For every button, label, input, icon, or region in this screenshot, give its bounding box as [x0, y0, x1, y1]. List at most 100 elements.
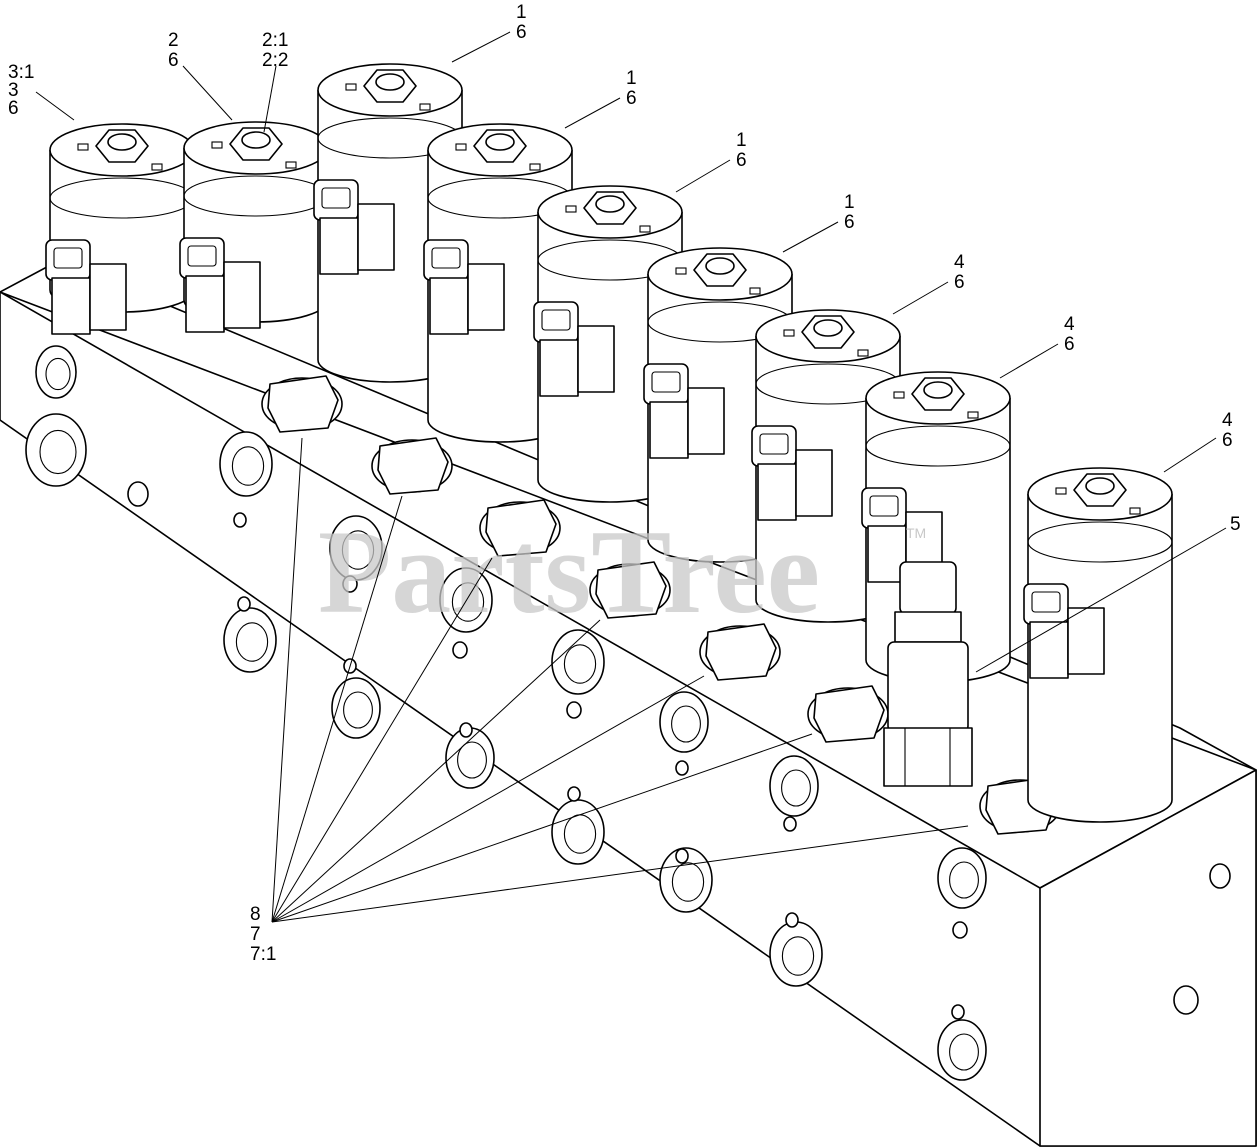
connector-body	[185, 275, 225, 333]
port-inner	[235, 622, 269, 662]
coil-tab	[151, 163, 163, 171]
plug-hex	[267, 375, 339, 433]
port-outer	[952, 921, 968, 939]
callout-4a: 4	[954, 252, 965, 273]
port-inner	[451, 582, 485, 622]
solenoid-coil	[313, 63, 463, 383]
callout-4b-6: 6	[1064, 334, 1075, 355]
nut-cap	[595, 195, 625, 213]
nut-cap	[1085, 477, 1115, 495]
solenoid-coil	[179, 121, 329, 333]
callout-1d-6: 6	[844, 212, 855, 233]
nut-cap	[813, 319, 843, 337]
nut-cap	[107, 133, 137, 151]
coil-tab	[1129, 507, 1141, 515]
connector-socket	[869, 495, 899, 517]
connector-head	[751, 425, 797, 467]
port-inner	[949, 861, 979, 899]
port-inner	[949, 1033, 979, 1071]
port-outer	[951, 1004, 965, 1020]
connector-latch	[795, 449, 833, 517]
callout-1b: 1	[626, 68, 637, 89]
coil-tab	[529, 163, 541, 171]
nut-cap	[923, 381, 953, 399]
port-inner	[563, 644, 597, 684]
coil-tab	[783, 329, 795, 337]
coil-tab	[419, 103, 431, 111]
connector-head	[1023, 583, 1069, 625]
port-outer	[675, 760, 689, 776]
solenoid-coil	[423, 123, 573, 443]
port-inner	[45, 357, 71, 391]
connector-head	[861, 487, 907, 529]
port-plugs	[261, 375, 1061, 835]
coil-tab	[749, 287, 761, 295]
coil-tab	[893, 391, 905, 399]
callout-7-1: 7:1	[250, 944, 276, 965]
connector-head	[179, 237, 225, 279]
callout-8: 8	[250, 904, 261, 925]
connector-socket	[321, 187, 351, 209]
connector-head	[45, 239, 91, 281]
connector-body	[539, 339, 579, 397]
connector-socket	[541, 309, 571, 331]
connector-socket	[651, 371, 681, 393]
connector-socket	[187, 245, 217, 267]
connector-socket	[1031, 591, 1061, 613]
callout-5: 5	[1230, 514, 1241, 535]
callout-4a-6: 6	[954, 272, 965, 293]
port-outer	[675, 848, 689, 864]
connector-head	[423, 239, 469, 281]
plug-hex	[595, 561, 667, 619]
callout-1a-6: 6	[516, 22, 527, 43]
plug-hex	[705, 623, 777, 681]
coil-tab	[675, 267, 687, 275]
port-outer	[127, 481, 149, 507]
connector-head	[643, 363, 689, 405]
connector-socket	[53, 247, 83, 269]
callout-2-6: 6	[168, 50, 179, 71]
port-inner	[457, 741, 487, 779]
connector-latch	[223, 261, 261, 329]
callout-3: 3	[8, 80, 19, 101]
port-outer	[566, 701, 582, 719]
port-inner	[39, 429, 77, 475]
port-outer	[25, 413, 87, 487]
watermark-trademark: TM	[906, 525, 926, 541]
connector-head	[533, 301, 579, 343]
watermark-text: PartsTree	[318, 505, 820, 638]
port-outer	[783, 816, 797, 832]
callout-3-6: 6	[8, 98, 19, 119]
connector-latch	[89, 263, 127, 331]
solenoid-coil	[751, 309, 901, 623]
coil-band	[865, 425, 1011, 467]
connector-body	[757, 463, 797, 521]
port-outer	[769, 921, 823, 987]
port-inner	[231, 446, 265, 486]
callout-1c: 1	[736, 130, 747, 151]
coil-tab	[77, 143, 89, 151]
solenoid-coils	[45, 63, 1173, 823]
callout-labels: 3:1 3 6 2 6 2:1 2:2 1 6 1 6 1 6 1 6 4 6 …	[8, 2, 1241, 965]
solenoid-coil	[533, 185, 683, 503]
connector-body	[649, 401, 689, 459]
connector-socket	[759, 433, 789, 455]
callout-4c: 4	[1222, 410, 1233, 431]
callout-2-1: 2:1	[262, 30, 288, 51]
coil-tab	[211, 141, 223, 149]
port-outer	[785, 912, 799, 928]
connector-latch	[467, 263, 505, 331]
callout-7: 7	[250, 924, 261, 945]
coil-tab	[285, 161, 297, 169]
nut-cap	[485, 133, 515, 151]
port-outer	[567, 786, 581, 802]
coil-tab	[967, 411, 979, 419]
callout-2-2: 2:2	[262, 50, 288, 71]
callout-1b-6: 6	[626, 88, 637, 109]
port-outer	[1173, 985, 1199, 1015]
connector-body	[319, 217, 359, 275]
port-inner	[781, 936, 815, 976]
port-inner	[343, 691, 373, 729]
coil-tab	[345, 83, 357, 91]
